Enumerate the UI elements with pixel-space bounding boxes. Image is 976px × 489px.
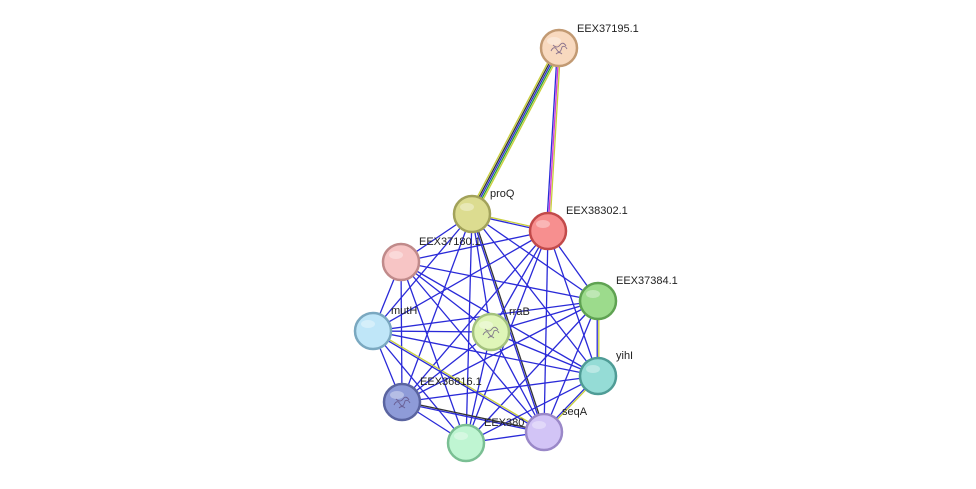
edge-rraB-yihI[interactable] bbox=[490, 331, 599, 377]
edge-EEX37195.1-EEX38302.1[interactable] bbox=[548, 48, 562, 232]
node-circle[interactable] bbox=[528, 211, 568, 251]
node-EEX38302.1[interactable]: EEX38302.1 bbox=[528, 205, 628, 251]
edge-EEX36816.1-seqA[interactable] bbox=[401, 402, 544, 434]
node-highlight bbox=[586, 290, 600, 298]
node-EEX36816.1[interactable]: EEX36816.1 bbox=[382, 376, 482, 422]
edge-EEX38302.1-rraB[interactable] bbox=[490, 230, 549, 333]
edge-proQ-yihI[interactable] bbox=[471, 213, 599, 377]
node-label: EEX37384.1 bbox=[616, 275, 678, 287]
node-highlight bbox=[479, 321, 493, 329]
node-circle[interactable] bbox=[578, 356, 618, 396]
protein-structure-icon bbox=[393, 396, 411, 409]
node-proQ[interactable]: proQ bbox=[452, 188, 515, 234]
edge-proQ-EEX380[interactable] bbox=[465, 213, 473, 444]
edge-yihI-EEX380[interactable] bbox=[465, 375, 599, 444]
node-highlight bbox=[536, 220, 550, 228]
node-circle[interactable] bbox=[471, 312, 511, 352]
node-highlight bbox=[454, 432, 468, 440]
node-circle[interactable] bbox=[539, 28, 579, 68]
node-highlight bbox=[460, 203, 474, 211]
edge-EEX37195.1-proQ[interactable] bbox=[474, 49, 563, 216]
edge-EEX37384.1-seqA[interactable] bbox=[543, 300, 599, 433]
node-highlight bbox=[586, 365, 600, 373]
node-label: EEX380 bbox=[484, 417, 524, 429]
node-mutH[interactable]: mutH bbox=[353, 305, 417, 351]
node-label: EEX36816.1 bbox=[420, 376, 482, 388]
edge-EEX37195.1-proQ[interactable] bbox=[472, 48, 561, 216]
node-circle[interactable] bbox=[524, 412, 564, 452]
node-highlight bbox=[390, 391, 404, 399]
node-circle[interactable] bbox=[353, 311, 393, 351]
node-highlight bbox=[389, 251, 403, 259]
node-label: EEX37180.1 bbox=[419, 236, 481, 248]
node-label: seqA bbox=[562, 406, 588, 418]
edge-EEX37195.1-proQ[interactable] bbox=[468, 46, 557, 213]
node-circle[interactable] bbox=[381, 242, 421, 282]
edge-EEX37195.1-proQ[interactable] bbox=[470, 46, 559, 214]
edge-EEX38302.1-yihI[interactable] bbox=[547, 230, 599, 377]
node-EEX37180.1[interactable]: EEX37180.1 bbox=[381, 236, 481, 282]
node-highlight bbox=[532, 421, 546, 429]
edge-yihI-EEX36816.1[interactable] bbox=[401, 375, 599, 403]
node-EEX380[interactable]: EEX380 bbox=[446, 417, 524, 463]
edge-proQ-EEX37384.1[interactable] bbox=[471, 213, 599, 302]
node-label: proQ bbox=[490, 188, 515, 200]
edge-mutH-seqA[interactable] bbox=[373, 329, 545, 432]
node-circle[interactable] bbox=[382, 382, 422, 422]
edge-EEX38302.1-EEX37180.1[interactable] bbox=[400, 230, 549, 263]
nodes-layer: EEX37195.1 proQ EEX38302.1EEX37180.1EEX373… bbox=[353, 23, 678, 463]
edge-mutH-EEX380[interactable] bbox=[372, 330, 467, 444]
edge-EEX37195.1-proQ[interactable] bbox=[471, 47, 560, 215]
edge-proQ-seqA[interactable] bbox=[472, 213, 546, 432]
edge-mutH-rraB[interactable] bbox=[372, 330, 492, 333]
node-highlight bbox=[361, 320, 375, 328]
node-label: yihI bbox=[616, 350, 633, 362]
node-yihI[interactable]: yihI bbox=[578, 350, 633, 396]
node-circle[interactable] bbox=[578, 281, 618, 321]
edge-EEX37195.1-EEX38302.1[interactable] bbox=[545, 47, 559, 231]
node-EEX37195.1[interactable]: EEX37195.1 bbox=[539, 23, 639, 68]
node-rraB[interactable]: rraB bbox=[471, 306, 530, 352]
node-highlight bbox=[547, 37, 561, 45]
edge-EEX38302.1-seqA[interactable] bbox=[543, 230, 549, 433]
protein-structure-icon bbox=[550, 42, 568, 55]
edge-EEX38302.1-EEX36816.1[interactable] bbox=[401, 230, 549, 403]
edge-EEX38302.1-mutH[interactable] bbox=[372, 230, 549, 332]
node-label: EEX37195.1 bbox=[577, 23, 639, 35]
edge-proQ-mutH[interactable] bbox=[372, 213, 473, 332]
protein-structure-icon bbox=[482, 326, 500, 339]
node-label: EEX38302.1 bbox=[566, 205, 628, 217]
edge-EEX37384.1-EEX36816.1[interactable] bbox=[401, 300, 599, 403]
edge-EEX37180.1-EEX36816.1[interactable] bbox=[400, 261, 403, 403]
edge-EEX37180.1-EEX37384.1[interactable] bbox=[400, 261, 599, 302]
node-EEX37384.1[interactable]: EEX37384.1 bbox=[578, 275, 678, 321]
edge-EEX36816.1-seqA[interactable] bbox=[402, 400, 545, 432]
node-circle[interactable] bbox=[452, 194, 492, 234]
node-circle[interactable] bbox=[446, 423, 486, 463]
node-label: mutH bbox=[391, 305, 417, 317]
edge-EEX37195.1-EEX38302.1[interactable] bbox=[547, 47, 560, 232]
edge-mutH-seqA[interactable] bbox=[372, 331, 544, 434]
node-label: rraB bbox=[509, 306, 530, 318]
edge-proQ-EEX36816.1[interactable] bbox=[401, 213, 473, 403]
node-seqA[interactable]: seqA bbox=[524, 406, 588, 452]
